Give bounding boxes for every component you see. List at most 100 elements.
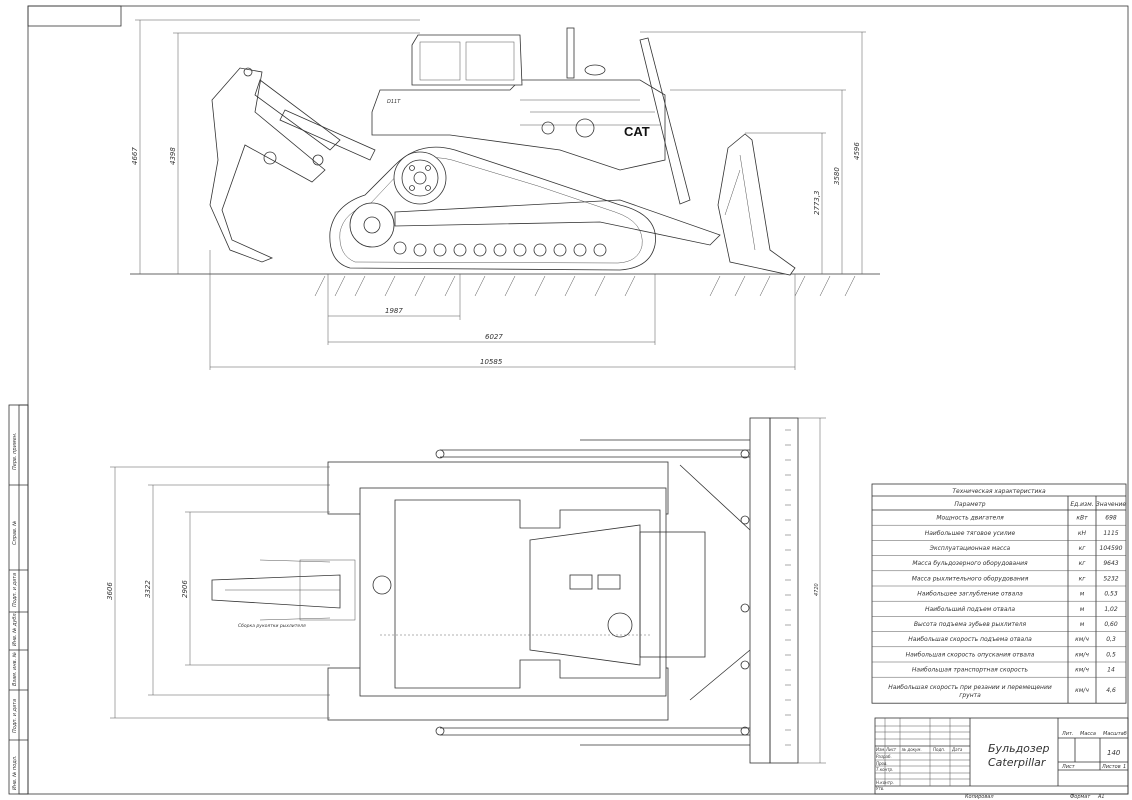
margin-label-4: Взам. инв. № [12, 652, 18, 686]
lit-header: Лит. [1061, 731, 1074, 737]
dim-height-blade: 4596 [853, 142, 861, 160]
sheets-count: 1 [1123, 764, 1126, 770]
spec-row-unit: м [1080, 621, 1085, 628]
spec-row-param: Мощность двигателя [936, 515, 1004, 522]
blade-plan [749, 417, 771, 764]
dim-height-cab: 4398 [169, 147, 177, 165]
spec-row-param: Наибольший подъем отвала [925, 606, 1015, 613]
format-value: А1 [1097, 794, 1105, 800]
spec-row-value: 0,53 [1104, 591, 1118, 598]
ripper-frame [209, 67, 326, 263]
spec-row-param: Наибольшее тяговое усилие [925, 530, 1016, 537]
cat-badge: CAT [624, 124, 650, 139]
stamp-col-1: Лист [885, 747, 897, 752]
operator-cab [411, 34, 523, 86]
margin-label-1: Справ. № [12, 521, 18, 545]
spec-row-value: 1115 [1103, 530, 1118, 537]
side-view: CAT D11T 4667 4398 4596 3 [130, 19, 880, 370]
dim-blade-height: 3580 [833, 167, 841, 185]
stamp-col-3: Подп. [933, 747, 945, 752]
top-left-stamp-box [27, 5, 122, 27]
blade-lift-cylinder [639, 37, 691, 205]
stamp-row-2: Т.контр. [876, 767, 893, 772]
spec-row-value: 14 [1107, 667, 1115, 674]
spec-row-unit: кН [1078, 530, 1087, 537]
format-label: Формат [1070, 794, 1091, 800]
dozer-blade [717, 133, 796, 276]
spec-row-unit: км/ч [1075, 667, 1089, 674]
spec-row-param: Высота подъема зубьев рыхлителя [914, 621, 1027, 628]
sheet-border [27, 5, 1129, 795]
mass-header: Масса [1080, 731, 1096, 737]
spec-header-value: Значение [1096, 501, 1127, 508]
spec-row-unit: кг [1079, 575, 1087, 582]
spec-row-value: 5232 [1103, 575, 1118, 582]
track-chain [329, 146, 656, 271]
spec-row-value: 4,6 [1106, 687, 1116, 694]
sheets-label: Листов [1101, 764, 1121, 770]
dim-width-total: 3606 [106, 582, 114, 600]
drawing-title-1: Бульдозер [988, 742, 1050, 755]
spec-row-value: 0,5 [1106, 651, 1116, 658]
spec-row-param: Наибольшая скорость опускания отвала [906, 651, 1035, 658]
plan-view: Сборка рукоятки рыхлителя 3606 3322 2906 [106, 417, 826, 764]
push-arm [394, 199, 721, 246]
spec-row-unit: кг [1079, 545, 1087, 552]
spec-row-unit: кВт [1076, 515, 1088, 522]
exhaust-stack [566, 27, 575, 79]
copied-label: Копировал [965, 794, 994, 800]
stamp-col-2: № докум. [901, 747, 922, 752]
spec-row-value: 9643 [1103, 560, 1118, 567]
stamp-row-0: Разраб. [876, 754, 892, 759]
spec-row-param: Наибольшая скорость при резании и переме… [888, 684, 1052, 699]
spec-header-unit: Ед.изм. [1070, 501, 1093, 508]
drawing-title-2: Caterpillar [988, 756, 1047, 769]
dim-width-gauge: 2906 [181, 580, 189, 598]
spec-row-param: Масса бульдозерного оборудования [912, 560, 1028, 567]
spec-row-unit: кг [1079, 560, 1087, 567]
side-margin-strip: Перв. примен. Справ. № Подп. и дата Инв.… [8, 404, 29, 795]
scale-header: Масштаб [1103, 731, 1127, 737]
title-block: Изм. Лист № докум. Подп. Дата Разраб. Пр… [874, 717, 1129, 800]
stamp-row-1: Пров. [876, 761, 888, 766]
stamp-col-0: Изм. [876, 747, 885, 752]
margin-label-5: Подп. и дата [12, 699, 18, 733]
dim-width-tracks: 3322 [144, 580, 152, 598]
dim-blade-width: 4720 [814, 583, 820, 596]
dim-height-total: 4667 [131, 147, 139, 165]
ripper-shank-plan [211, 574, 341, 609]
dim-blade-lift: 2773,3 [813, 191, 821, 216]
spec-row-param: Масса рыхлительного оборудования [912, 575, 1029, 582]
spec-row-value: 0,3 [1106, 636, 1116, 643]
mass-value: 140 [1107, 749, 1121, 757]
margin-label-6: Инв. № подл. [12, 756, 18, 791]
spec-table-title: Техническая характеристика [952, 488, 1046, 495]
spec-row-unit: км/ч [1075, 651, 1089, 658]
spec-row-param: Наибольшая транспортная скорость [912, 667, 1029, 674]
spec-row-unit: м [1080, 606, 1085, 613]
margin-label-0: Перв. примен. [12, 432, 18, 470]
spec-row-param: Эксплуатационная масса [929, 545, 1011, 552]
blade-teeth [785, 429, 791, 746]
spec-row-unit: м [1080, 591, 1085, 598]
spec-row-value: 1,02 [1104, 606, 1118, 613]
dim-overall-length: 10585 [480, 358, 503, 366]
sheet-label: Лист [1061, 764, 1076, 770]
spec-row-value: 104590 [1100, 545, 1123, 552]
margin-label-2: Подп. и дата [12, 573, 18, 607]
spec-row-unit: км/ч [1075, 687, 1089, 694]
dim-track-base: 6027 [485, 333, 503, 341]
spec-row-value: 0,60 [1104, 621, 1118, 628]
rear-idler [349, 202, 395, 248]
stamp-row-3: Н.контр. [876, 780, 894, 785]
plan-note: Сборка рукоятки рыхлителя [238, 623, 306, 629]
model-plate: D11T [387, 99, 401, 105]
margin-label-3: Инв. № дубл. [12, 612, 18, 646]
spec-row-param: Наибольшая скорость подъема отвала [908, 636, 1032, 643]
spec-header-param: Параметр [954, 501, 985, 508]
spec-row-value: 698 [1105, 515, 1117, 522]
stamp-row-4: Утв. [876, 786, 884, 791]
main-frame [359, 487, 667, 697]
